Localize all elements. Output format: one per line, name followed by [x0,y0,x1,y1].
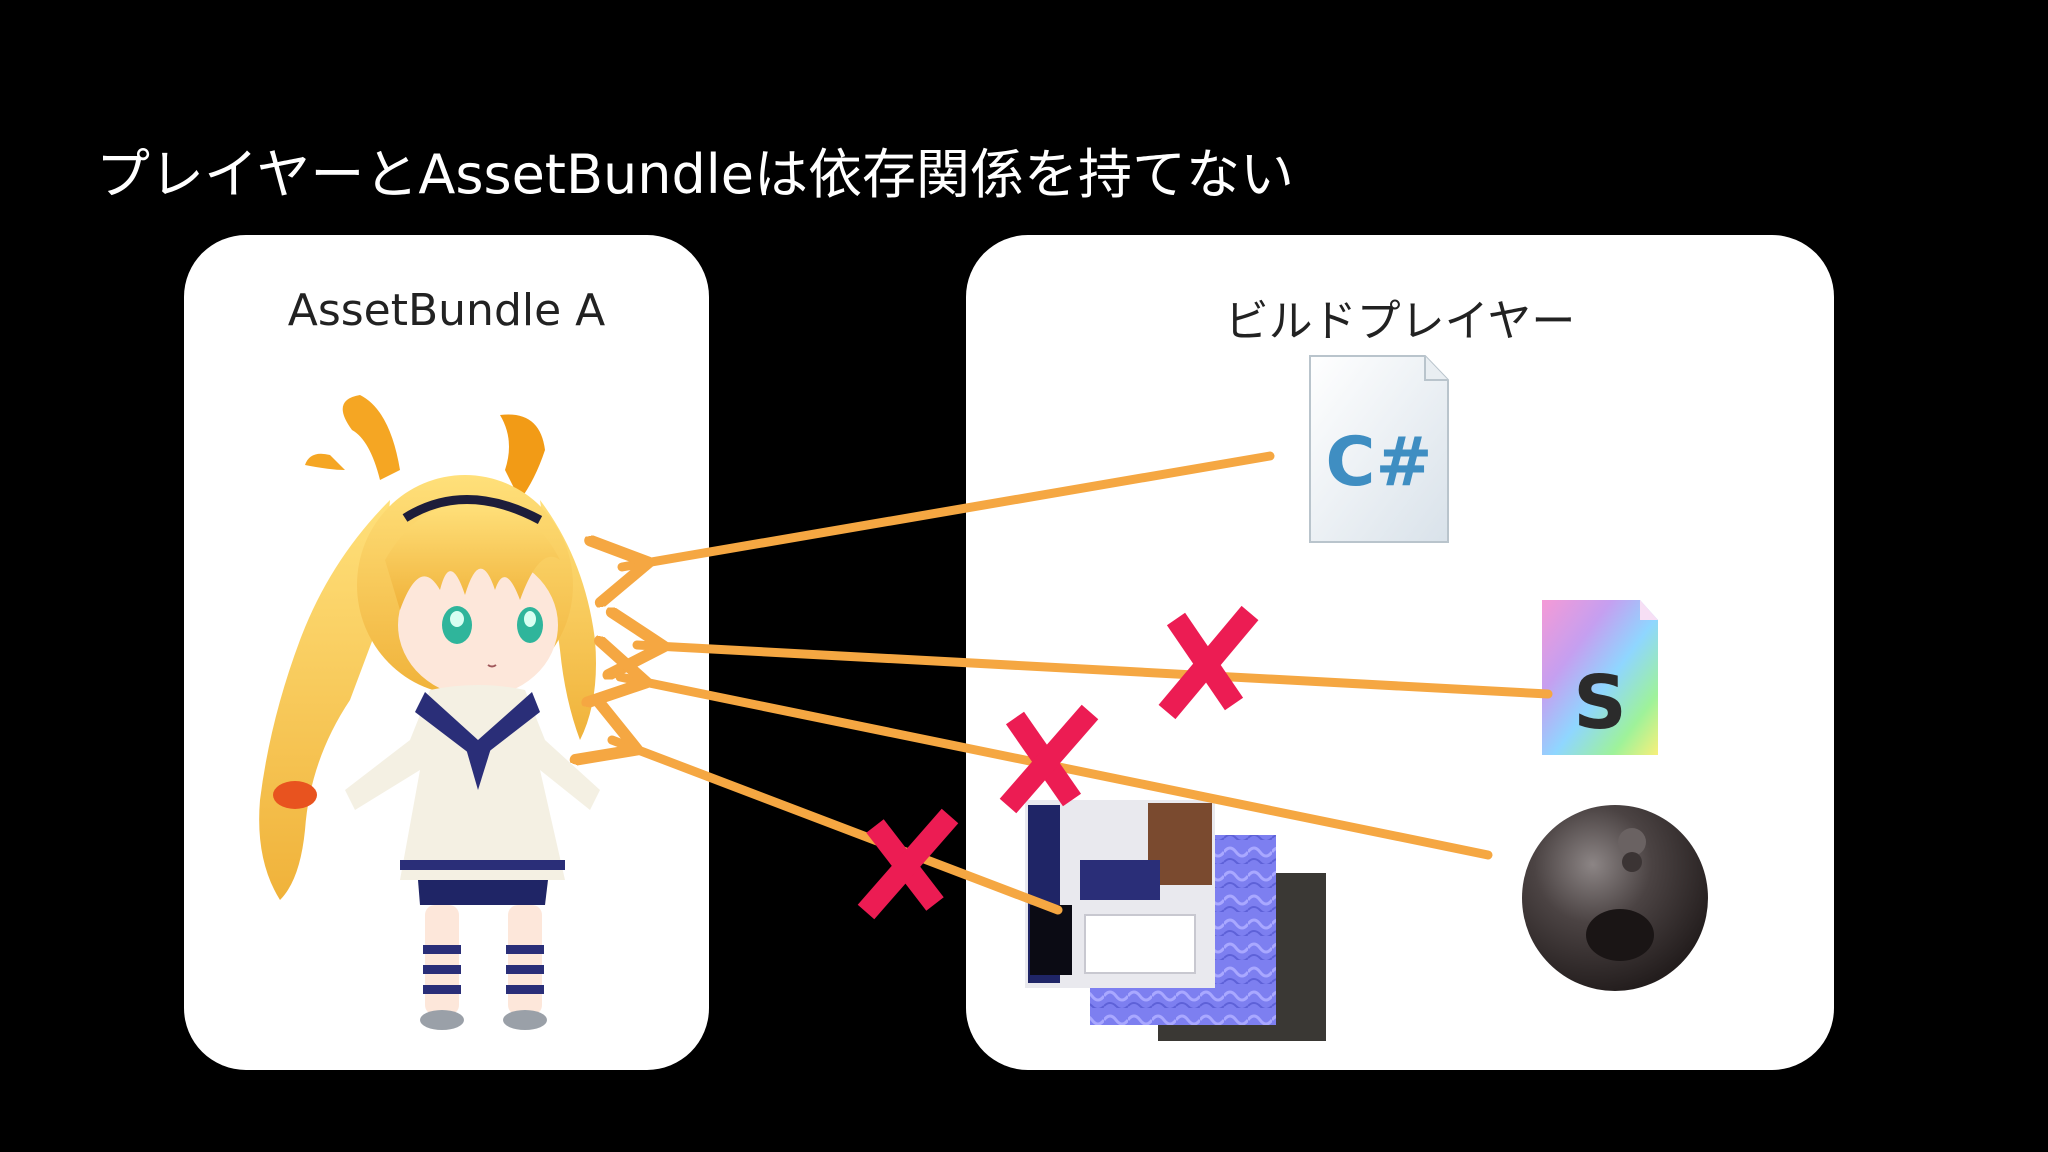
character-model [259,395,600,1030]
svg-text:S: S [1573,660,1626,746]
csharp-file-icon: C# [1310,356,1448,542]
arrow-textures [612,740,1058,910]
arrow-csharp [622,456,1270,567]
textures-stack-icon [1025,800,1326,1041]
svg-text:C#: C# [1326,423,1433,502]
cross-shader [1167,613,1250,712]
arrow-shader [637,645,1548,694]
material-sphere-icon [1522,805,1708,991]
shader-file-icon: S [1542,600,1658,755]
